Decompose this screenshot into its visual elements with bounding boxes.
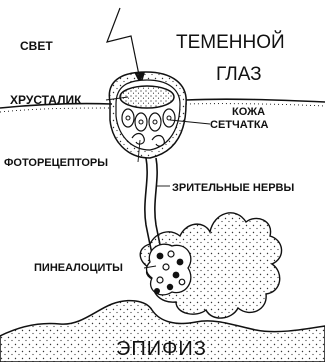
label-parietal-eye-line1: ТЕМЕННОЙ bbox=[176, 31, 285, 53]
parietal-eye bbox=[109, 72, 186, 158]
label-pinealocytes: ПИНЕАЛОЦИТЫ bbox=[34, 262, 123, 274]
pineal-gland bbox=[140, 213, 281, 318]
label-skin: КОЖА bbox=[232, 106, 265, 118]
label-retina: СЕТЧАТКА bbox=[210, 119, 269, 131]
pinealocytes-cluster bbox=[147, 244, 191, 295]
label-lens: ХРУСТАЛИК bbox=[10, 93, 82, 107]
label-parietal-eye-line2: ГЛАЗ bbox=[216, 64, 262, 85]
lens bbox=[120, 86, 174, 108]
label-light: СВЕТ bbox=[20, 39, 53, 53]
label-epiphysis: ЭПИФИЗ bbox=[116, 338, 207, 360]
label-photoreceptors: ФОТОРЕЦЕПТОРЫ bbox=[4, 157, 108, 169]
label-optic-nerves: ЗРИТЕЛЬНЫЕ НЕРВЫ bbox=[172, 182, 294, 194]
